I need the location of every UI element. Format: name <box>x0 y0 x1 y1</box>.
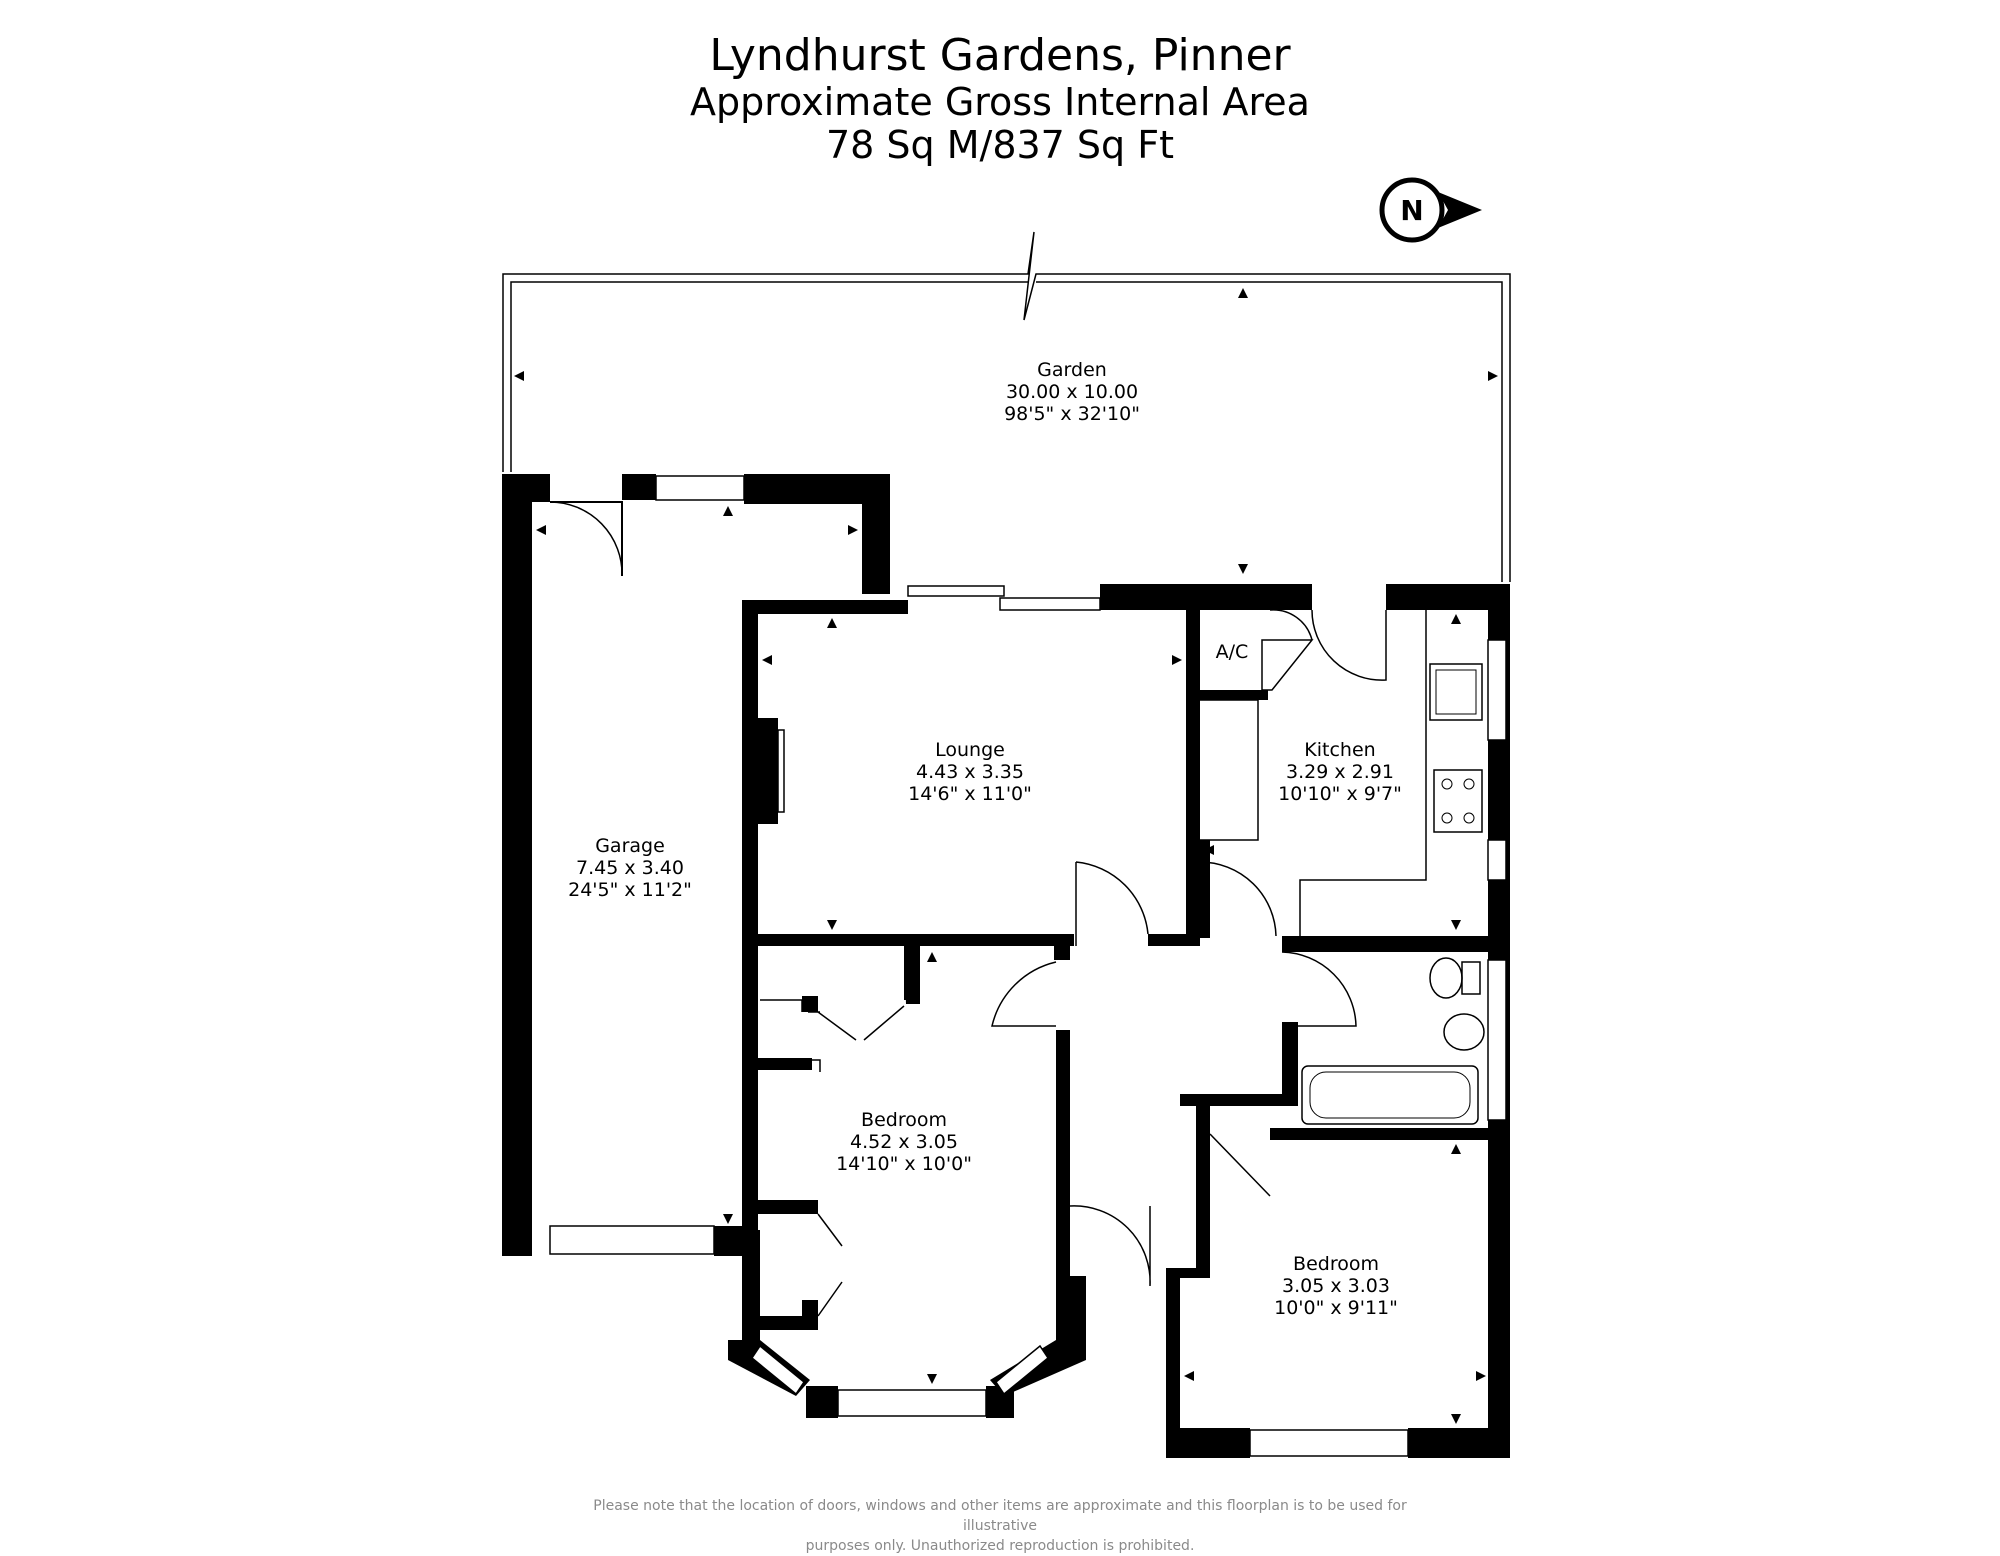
room-bedroom2-label: Bedroom 3.05 x 3.03 10'0" x 9'11" <box>1274 1253 1398 1319</box>
bedroom2-window <box>1249 1429 1409 1457</box>
basin-icon <box>1443 1013 1485 1051</box>
bedroom1-bay-window <box>837 1389 987 1417</box>
bedroom1-metric: 4.52 x 3.05 <box>850 1131 958 1153</box>
hall-bath-walls <box>1180 840 1510 1140</box>
kitchen-worktop <box>1299 610 1427 936</box>
plan-subtitle: Approximate Gross Internal Area <box>690 80 1310 124</box>
room-garage-label: Garage 7.45 x 3.40 24'5" x 11'2" <box>568 835 692 901</box>
kitchen-window-1 <box>1487 639 1507 741</box>
hob-icon <box>1433 769 1483 833</box>
garden-boundary <box>502 231 1511 582</box>
bedroom2-walls <box>1166 1100 1510 1458</box>
kitchen-metric: 3.29 x 2.91 <box>1286 761 1394 783</box>
disclaimer-line-1: Please note that the location of doors, … <box>593 1498 1407 1534</box>
room-ac-label: A/C <box>1216 641 1249 663</box>
toilet-icon <box>1429 957 1463 999</box>
garage-door-swing <box>549 501 623 577</box>
plan-area: 78 Sq M/837 Sq Ft <box>825 123 1175 167</box>
dimension-markers <box>514 288 1498 1424</box>
disclaimer-line-2: purposes only. Unauthorized reproduction… <box>805 1538 1195 1554</box>
bedroom2-name: Bedroom <box>1293 1253 1379 1275</box>
bathroom-door-swing <box>1281 951 1357 1027</box>
bedroom2-metric: 3.05 x 3.03 <box>1282 1275 1390 1297</box>
garage-walls <box>502 474 890 1256</box>
kitchen-door-swing <box>1311 609 1387 681</box>
garden-metric: 30.00 x 10.00 <box>1006 381 1138 403</box>
garden-name: Garden <box>1037 359 1107 381</box>
bedroom1-walls <box>728 946 1151 1418</box>
garage-name: Garage <box>595 835 665 857</box>
house-walls <box>742 584 1510 1452</box>
lounge-window-left <box>907 585 1005 597</box>
bath-icon <box>1301 1065 1479 1125</box>
garden-imperial: 98'5" x 32'10" <box>1004 403 1140 425</box>
sink-icon <box>1429 663 1483 721</box>
lounge-imperial: 14'6" x 11'0" <box>908 783 1032 805</box>
lounge-window-right <box>999 597 1101 611</box>
north-compass-icon: N <box>1379 177 1482 243</box>
kitchen-window-2 <box>1487 839 1507 881</box>
kitchen-walls <box>1195 609 1507 936</box>
bathroom-window <box>1487 959 1507 1121</box>
room-bedroom1-label: Bedroom 4.52 x 3.05 14'10" x 10'0" <box>836 1109 972 1175</box>
bedroom1-door-swing <box>991 961 1057 1027</box>
lounge-name: Lounge <box>935 739 1005 761</box>
hall-door-swing <box>1199 861 1277 937</box>
bedroom1-imperial: 14'10" x 10'0" <box>836 1153 972 1175</box>
garage-metric: 7.45 x 3.40 <box>576 857 684 879</box>
plan-title: Lyndhurst Gardens, Pinner <box>709 30 1291 81</box>
bedroom2-door-swing <box>1069 1205 1151 1287</box>
bedroom2-imperial: 10'0" x 9'11" <box>1274 1297 1398 1319</box>
kitchen-imperial: 10'10" x 9'7" <box>1278 783 1402 805</box>
bedroom1-name: Bedroom <box>861 1109 947 1131</box>
garage-window <box>655 475 745 501</box>
room-lounge-label: Lounge 4.43 x 3.35 14'6" x 11'0" <box>908 739 1032 805</box>
kitchen-name: Kitchen <box>1304 739 1375 761</box>
compass-letter: N <box>1400 194 1423 227</box>
lounge-metric: 4.43 x 3.35 <box>916 761 1024 783</box>
room-kitchen-label: Kitchen 3.29 x 2.91 10'10" x 9'7" <box>1278 739 1402 805</box>
disclaimer: Please note that the location of doors, … <box>560 1496 1440 1556</box>
garage-door-opening <box>549 1225 715 1255</box>
lounge-door-swing <box>1075 861 1149 946</box>
ac-name: A/C <box>1216 641 1249 663</box>
garage-imperial: 24'5" x 11'2" <box>568 879 692 901</box>
room-garden-label: Garden 30.00 x 10.00 98'5" x 32'10" <box>1004 359 1140 425</box>
